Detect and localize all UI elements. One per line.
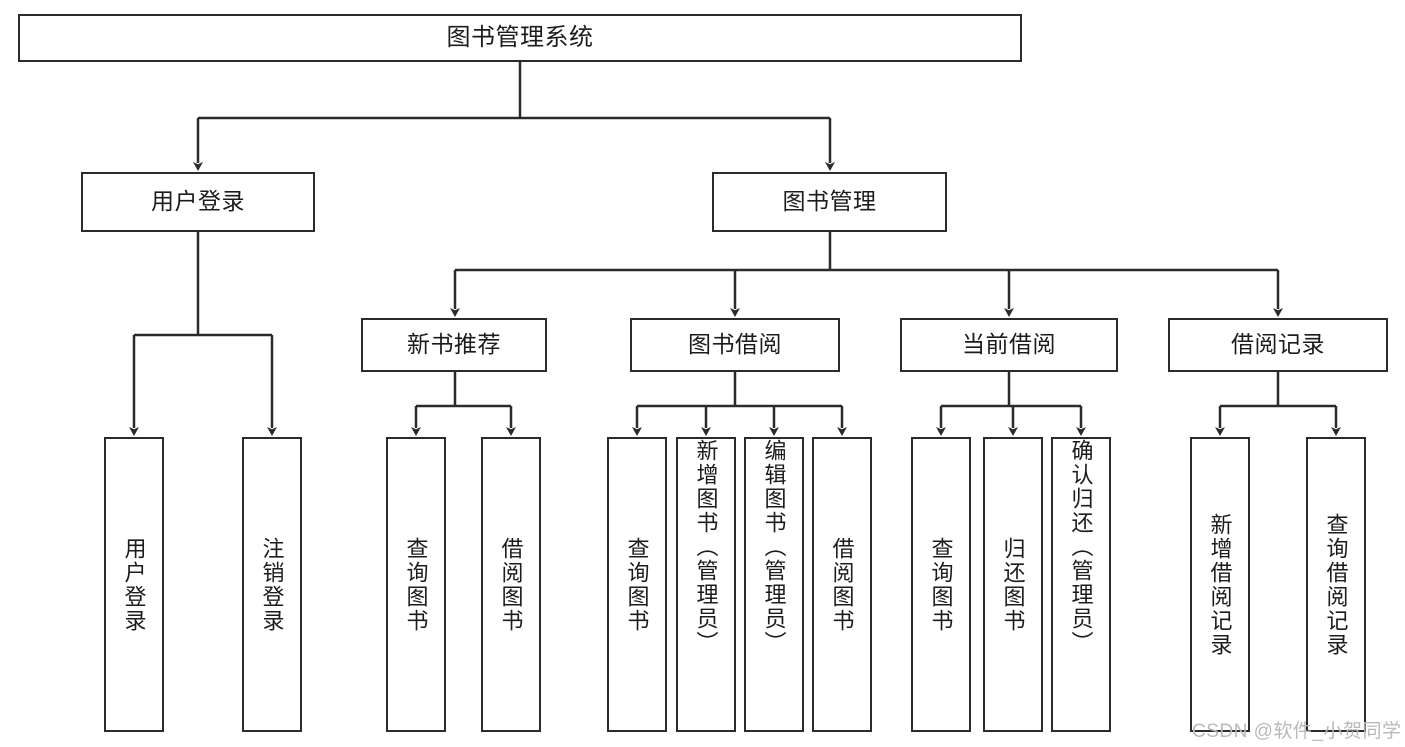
node-leaf-add-borrow-record-label: 新增借阅记录 <box>1207 512 1233 657</box>
node-new-book-recommend-label: 新书推荐 <box>407 331 501 358</box>
node-leaf-query-book-borrow[interactable]: 查询图书 <box>607 437 667 732</box>
node-current-borrow[interactable]: 当前借阅 <box>900 318 1118 372</box>
node-leaf-user-login[interactable]: 用户登录 <box>104 437 164 732</box>
watermark: CSDN @软件_小贺同学 <box>1192 721 1402 742</box>
node-user-login[interactable]: 用户登录 <box>81 172 315 232</box>
node-leaf-edit-book-admin-label: 编辑图书（管理员） <box>761 439 787 655</box>
node-borrow-record-label: 借阅记录 <box>1231 331 1325 358</box>
node-leaf-query-book-cur-label: 查询图书 <box>928 536 954 633</box>
node-leaf-query-book-rec-label: 查询图书 <box>403 536 429 633</box>
node-user-login-label: 用户登录 <box>151 188 245 215</box>
node-new-book-recommend[interactable]: 新书推荐 <box>361 318 547 372</box>
node-leaf-return-book[interactable]: 归还图书 <box>983 437 1043 732</box>
node-borrow-record[interactable]: 借阅记录 <box>1168 318 1388 372</box>
node-leaf-user-login-label: 用户登录 <box>121 536 147 633</box>
node-leaf-user-logout-label: 注销登录 <box>259 536 285 633</box>
node-leaf-confirm-return-admin[interactable]: 确认归还（管理员） <box>1051 437 1111 732</box>
node-leaf-borrow-book-label: 借阅图书 <box>829 536 855 633</box>
node-leaf-user-logout[interactable]: 注销登录 <box>242 437 302 732</box>
node-book-borrow[interactable]: 图书借阅 <box>630 318 840 372</box>
node-leaf-query-book-borrow-label: 查询图书 <box>624 536 650 633</box>
node-current-borrow-label: 当前借阅 <box>962 331 1056 358</box>
node-leaf-borrow-book[interactable]: 借阅图书 <box>812 437 872 732</box>
node-leaf-borrow-book-rec-label: 借阅图书 <box>498 536 524 633</box>
node-root-label: 图书管理系统 <box>446 23 594 51</box>
node-leaf-query-book-rec[interactable]: 查询图书 <box>386 437 446 732</box>
node-book-manage[interactable]: 图书管理 <box>712 172 947 232</box>
node-book-manage-label: 图书管理 <box>782 188 877 215</box>
node-leaf-add-book-admin-label: 新增图书（管理员） <box>693 439 719 655</box>
node-leaf-add-book-admin[interactable]: 新增图书（管理员） <box>676 437 736 732</box>
node-leaf-return-book-label: 归还图书 <box>1000 536 1026 633</box>
node-leaf-edit-book-admin[interactable]: 编辑图书（管理员） <box>744 437 804 732</box>
node-leaf-query-borrow-record[interactable]: 查询借阅记录 <box>1306 437 1366 732</box>
node-root[interactable]: 图书管理系统 <box>18 14 1022 62</box>
node-leaf-confirm-return-admin-label: 确认归还（管理员） <box>1068 439 1094 655</box>
node-leaf-query-book-cur[interactable]: 查询图书 <box>911 437 971 732</box>
node-book-borrow-label: 图书借阅 <box>688 331 782 358</box>
node-leaf-add-borrow-record[interactable]: 新增借阅记录 <box>1190 437 1250 732</box>
node-leaf-query-borrow-record-label: 查询借阅记录 <box>1323 512 1349 657</box>
node-leaf-borrow-book-rec[interactable]: 借阅图书 <box>481 437 541 732</box>
